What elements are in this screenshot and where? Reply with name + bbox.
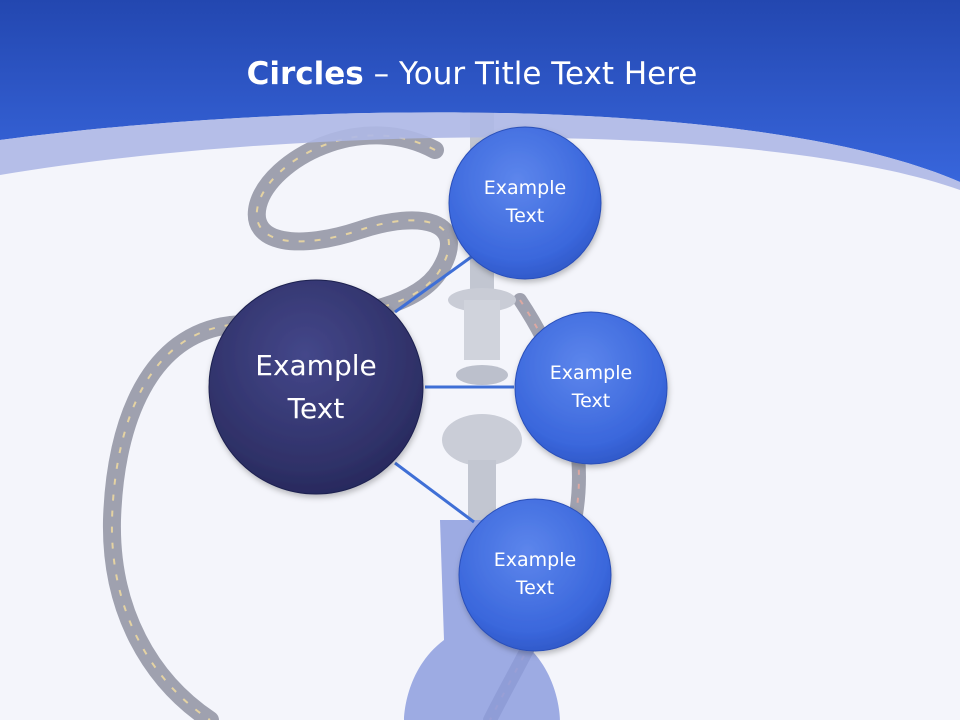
satellite-node-1-text: Example Text [455,133,595,273]
connector-line-top [394,253,475,314]
center-node-line-2: Text [287,392,345,425]
center-node-line-1: Example [255,348,377,382]
center-circle[interactable] [208,279,424,495]
connector-line-bottom [394,461,475,524]
connector-lines [394,253,514,524]
slide-title: Circles – Your Title Text Here [0,52,944,96]
slide-title-bold: Circles [246,56,364,92]
satellite-node-3-line-1: Example [493,549,577,572]
center-node-text: Example Text [216,287,416,487]
satellite-circle-1[interactable] [448,126,602,280]
satellite-node-2-text: Example Text [521,318,661,458]
slide-title-rest: – Your Title Text Here [363,56,698,92]
satellite-node-1-line-2: Text [505,205,545,227]
satellite-node-1-line-1: Example [483,177,567,200]
satellite-node-2-line-2: Text [571,390,611,412]
satellite-node-3-line-2: Text [515,577,555,599]
satellite-node-2-line-1: Example [549,362,633,385]
satellite-node-3-text: Example Text [465,505,605,645]
satellite-circle-3[interactable] [458,498,612,652]
satellite-circle-2[interactable] [514,311,668,465]
